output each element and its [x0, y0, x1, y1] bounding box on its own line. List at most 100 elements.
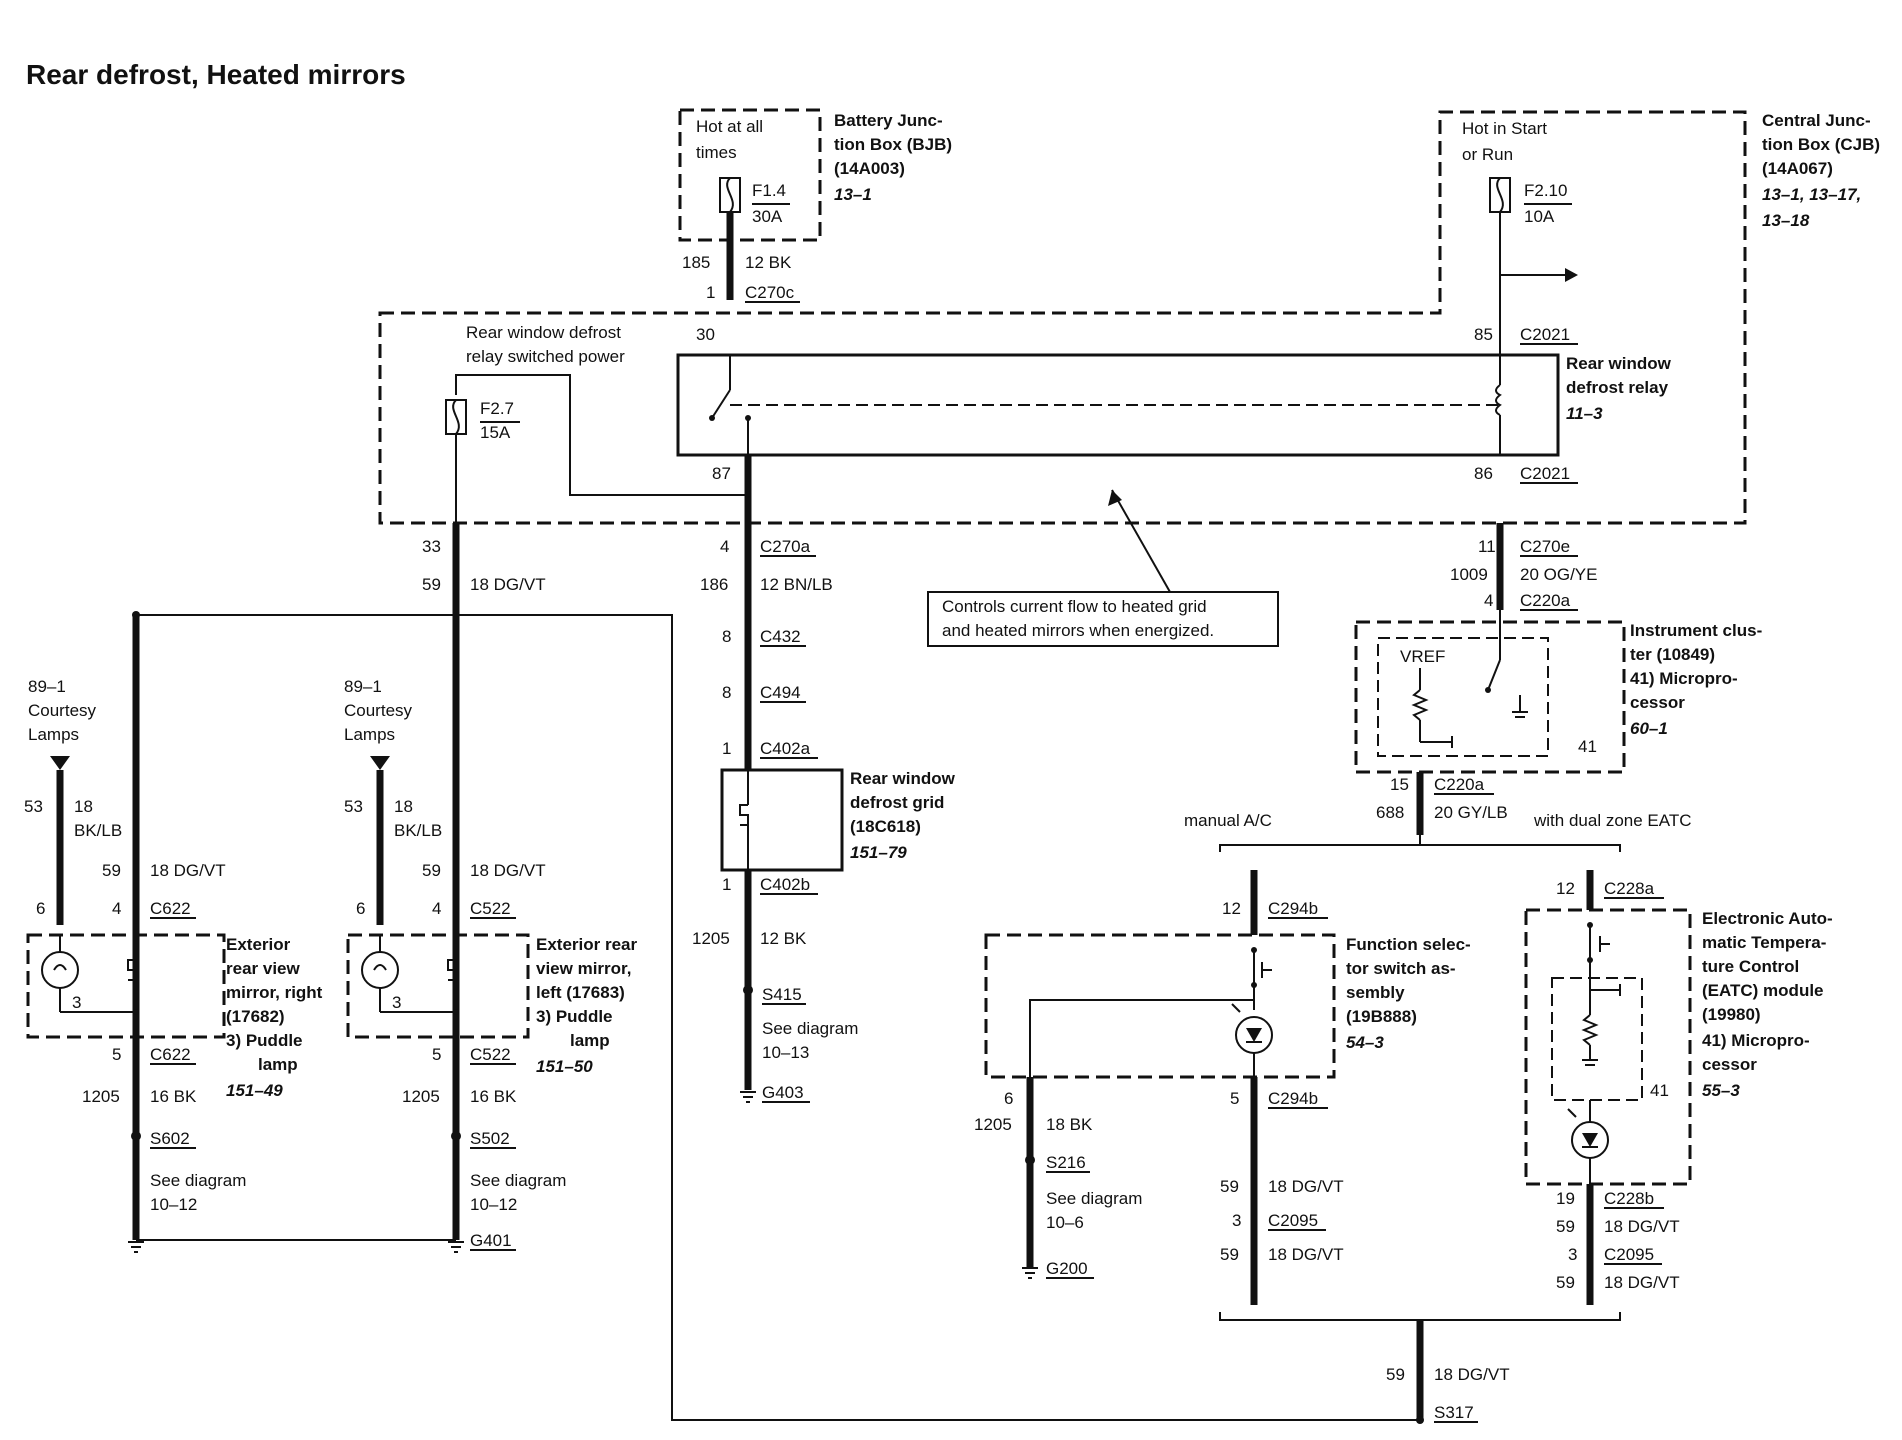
- fss-gnd-circuit: 1205: [974, 1115, 1012, 1134]
- fss-pin12: 12: [1222, 899, 1241, 918]
- grid-name-2: defrost grid: [850, 793, 944, 812]
- fss-gnd-gauge: 18 BK: [1046, 1115, 1093, 1134]
- center-circuit: 186: [700, 575, 728, 594]
- bjb-fuse-label: F1.4: [752, 181, 786, 200]
- mr-name-5: 3) Puddle: [226, 1031, 303, 1050]
- wire-185: 185: [682, 253, 710, 272]
- fss-pin6: 6: [1004, 1089, 1013, 1108]
- relay-pin-87: 87: [712, 464, 731, 483]
- bjb-hot-2: times: [696, 143, 737, 162]
- fuse27-label: F2.7: [480, 399, 514, 418]
- left-feed-gauge: 18 DG/VT: [470, 575, 546, 594]
- left-feed-pin: 33: [422, 537, 441, 556]
- relay-switched-2: relay switched power: [466, 347, 625, 366]
- center-splice: S415: [762, 985, 802, 1004]
- eatc-pin41: 41: [1650, 1081, 1669, 1100]
- cjb-ref-1: 13–1, 13–17,: [1762, 185, 1861, 204]
- defrost-grid-box: [720, 768, 844, 872]
- center-see-1: See diagram: [762, 1019, 858, 1038]
- relay-conn-85: C2021: [1520, 325, 1570, 344]
- ml-lamp-gauge-1: 18: [394, 797, 413, 816]
- fss-c59a: 59: [1220, 1177, 1239, 1196]
- eatc-micro-box: [1551, 977, 1643, 1101]
- mr-lamp-gauge-2: BK/LB: [74, 821, 122, 840]
- ml-conn2: C522: [470, 1045, 511, 1064]
- eatc-name-5: (19980): [1702, 1005, 1761, 1024]
- relay-name-2: defrost relay: [1566, 378, 1669, 397]
- ml-pin3: 3: [392, 993, 401, 1012]
- ml-pin5: 5: [432, 1045, 441, 1064]
- center-pin-432: 8: [722, 627, 731, 646]
- page-title: Rear defrost, Heated mirrors: [26, 59, 406, 90]
- relay-pin-86: 86: [1474, 464, 1493, 483]
- mr-lamps-1: 89–1: [28, 677, 66, 696]
- relay-conn-86: C2021: [1520, 464, 1570, 483]
- mr-lamp-circuit: 53: [24, 797, 43, 816]
- mr-puddle-lamp-icon: [41, 935, 136, 1013]
- fss-box: [984, 933, 1336, 1079]
- mr-see-1: See diagram: [150, 1171, 246, 1190]
- eatc-name-7: cessor: [1702, 1055, 1757, 1074]
- eatc-ref: 55–3: [1702, 1081, 1740, 1100]
- fss-see-2: 10–6: [1046, 1213, 1084, 1232]
- arrow-right-icon: [1565, 268, 1578, 282]
- cjb-hot-2: or Run: [1462, 145, 1513, 164]
- ml-lamp-arrow-icon: [370, 756, 390, 770]
- eatc-p3: 3: [1568, 1245, 1577, 1264]
- eatc-c59b: 59: [1556, 1273, 1575, 1292]
- fss-conn5: C294b: [1268, 1089, 1318, 1108]
- center-pin-402b: 1: [722, 875, 731, 894]
- fss-conn12: C294b: [1268, 899, 1318, 918]
- fss-ref: 54–3: [1346, 1033, 1384, 1052]
- center-gauge: 12 BN/LB: [760, 575, 833, 594]
- mr-gnd-gauge: 16 BK: [150, 1087, 197, 1106]
- bjb-box: [678, 108, 822, 242]
- cjb-fuse-label: F2.10: [1524, 181, 1567, 200]
- grid-name-1: Rear window: [850, 769, 956, 788]
- cluster-ref: 60–1: [1630, 719, 1668, 738]
- eatc-c2095: C2095: [1604, 1245, 1654, 1264]
- grid-ref: 151–79: [850, 843, 907, 862]
- right-gauge: 20 OG/YE: [1520, 565, 1597, 584]
- cluster-resistor-icon: [1411, 668, 1453, 748]
- cluster-name-3: 41) Micropro-: [1630, 669, 1738, 688]
- grid-name-3: (18C618): [850, 817, 921, 836]
- cjb-ref-2: 13–18: [1762, 211, 1810, 230]
- ml-lamps-3: Lamps: [344, 725, 395, 744]
- eatc-g59b: 18 DG/VT: [1604, 1273, 1680, 1292]
- eatc-pin19: 19: [1556, 1189, 1575, 1208]
- ml-ref: 151–50: [536, 1057, 593, 1076]
- ml-pin4: 4: [432, 899, 441, 918]
- mr-splice: S602: [150, 1129, 190, 1148]
- relay-switched-1: Rear window defrost: [466, 323, 621, 342]
- mr-gnd-circuit: 1205: [82, 1087, 120, 1106]
- pin-1-c270c: 1: [706, 283, 715, 302]
- center-gnd-circuit: 1205: [692, 929, 730, 948]
- fuse27-amp: 15A: [480, 423, 511, 442]
- ground-g401-icon: [448, 1241, 464, 1253]
- ground-g200-icon: [1022, 1267, 1038, 1279]
- fss-c2095: C2095: [1268, 1211, 1318, 1230]
- fss-splice: S216: [1046, 1153, 1086, 1172]
- mr-conn2: C622: [150, 1045, 191, 1064]
- bjb-name-2: tion Box (BJB): [834, 135, 952, 154]
- callout-arrow-icon: [1108, 490, 1122, 506]
- left-feed-circuit: 59: [422, 575, 441, 594]
- bottom-circuit: 59: [1386, 1365, 1405, 1384]
- cluster-vref: VREF: [1400, 647, 1445, 666]
- eatc-pin12: 12: [1556, 879, 1575, 898]
- ml-lamp-gauge-2: BK/LB: [394, 821, 442, 840]
- mr-name-2: rear view: [226, 959, 300, 978]
- fss-g59b: 18 DG/VT: [1268, 1245, 1344, 1264]
- eatc-name-4: (EATC) module: [1702, 981, 1824, 1000]
- cluster-name-4: cessor: [1630, 693, 1685, 712]
- mr-lamp-gauge-1: 18: [74, 797, 93, 816]
- mr-name-6: lamp: [258, 1055, 298, 1074]
- ml-gnd-circuit: 1205: [402, 1087, 440, 1106]
- mr-heater-icon: [127, 935, 137, 1037]
- fss-led-icon: [1231, 1003, 1273, 1054]
- center-pin-494: 8: [722, 683, 731, 702]
- ml-name-3: left (17683): [536, 983, 625, 1002]
- ml-conn: C522: [470, 899, 511, 918]
- ml-ground: G401: [470, 1231, 512, 1250]
